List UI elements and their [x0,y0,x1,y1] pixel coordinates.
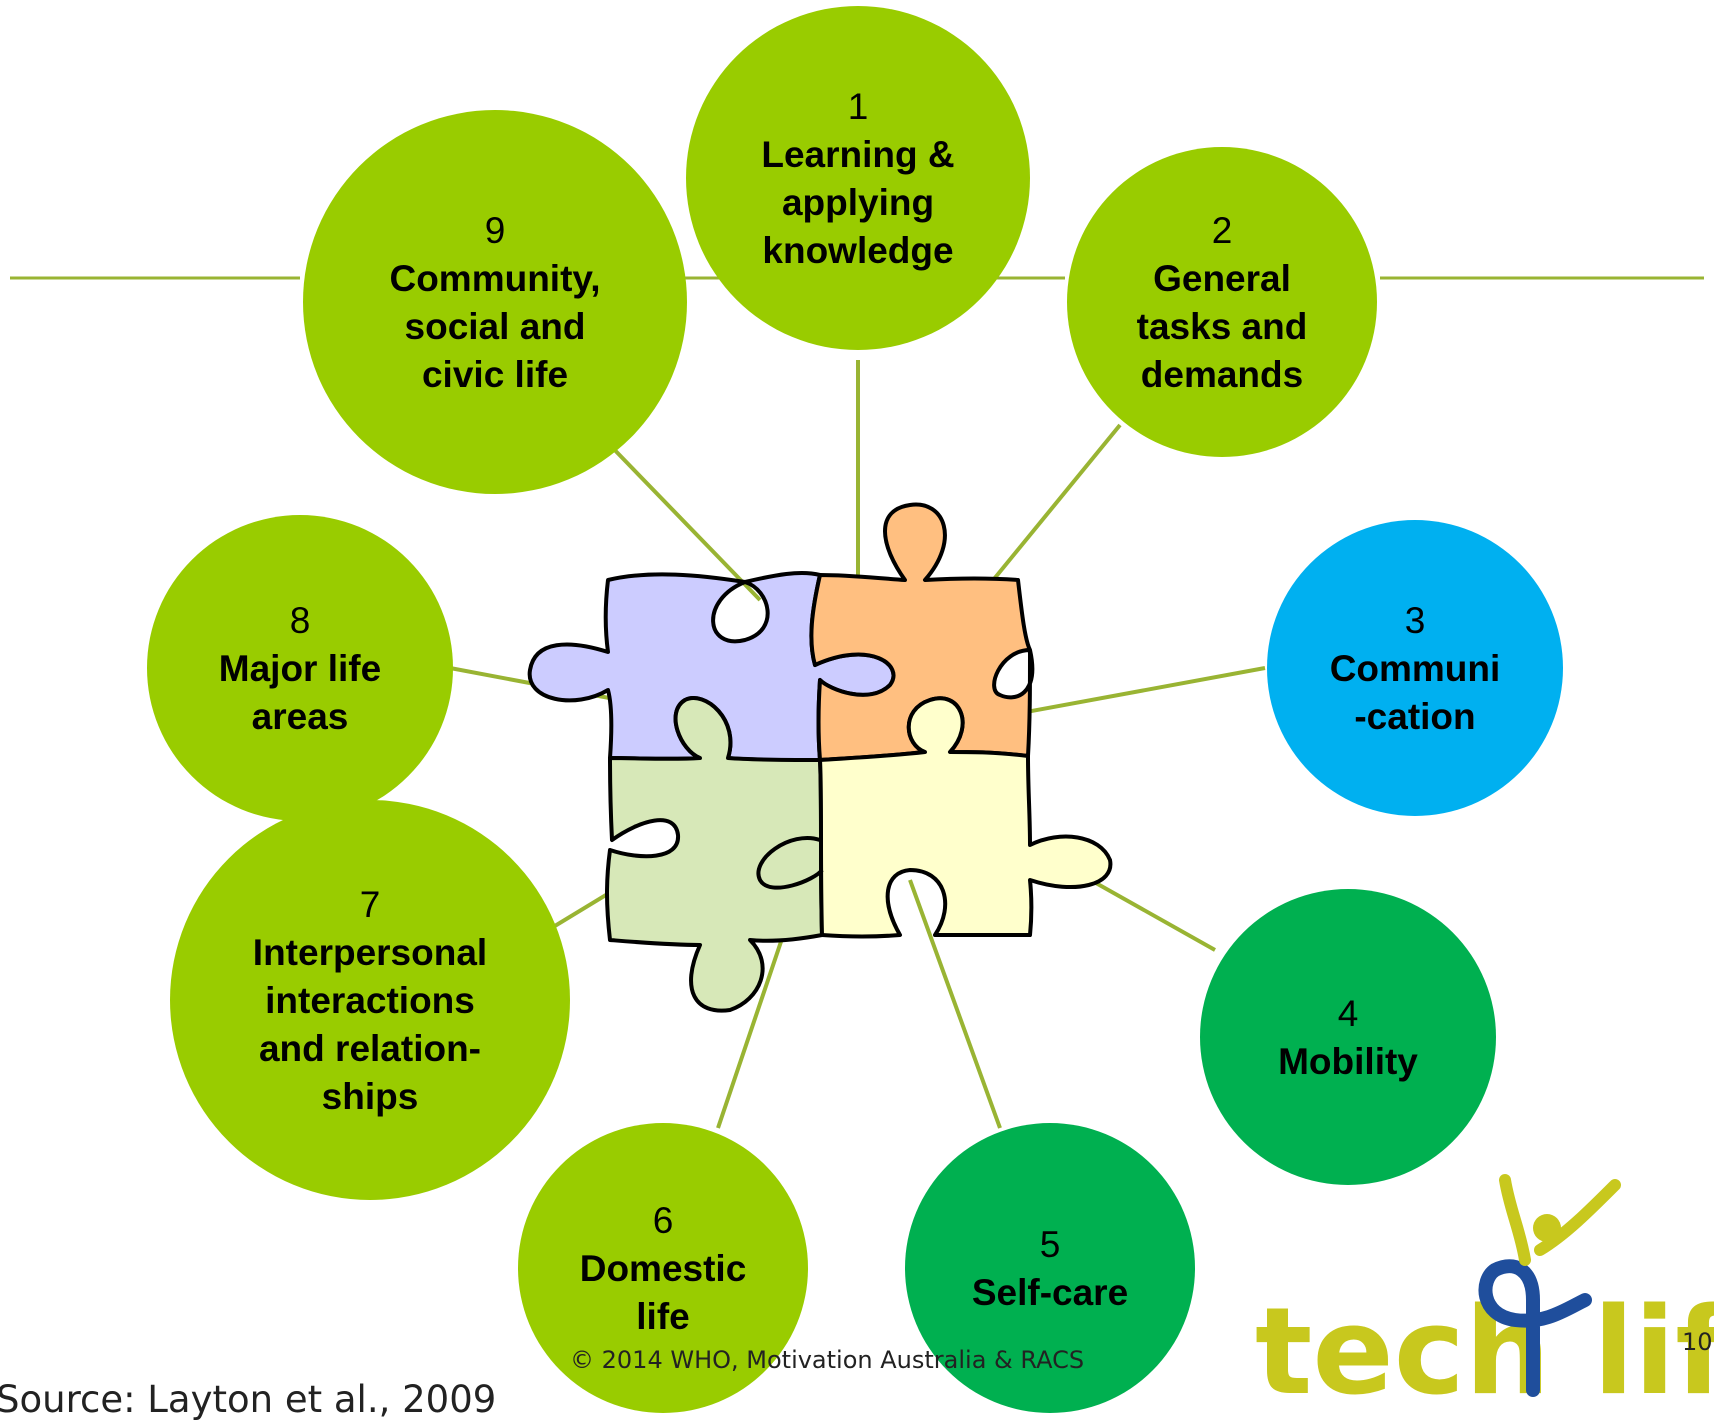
domain-number: 9 [485,210,506,251]
domain-number: 3 [1405,600,1426,641]
domain-label: life [636,1296,689,1337]
domain-label: Community, [389,258,600,299]
domain-label: -cation [1354,696,1475,737]
domain-label: ships [322,1076,419,1117]
domain-number: 2 [1212,210,1233,251]
domain-number: 8 [290,600,311,641]
page-number: 10 [1682,1328,1713,1356]
domain-number: 5 [1040,1224,1061,1265]
domain-label: Self-care [972,1272,1128,1313]
domain-circle [170,800,570,1200]
svg-text:tech: tech [1255,1283,1550,1415]
connector-lines [449,360,1266,1129]
domain-circle [303,110,687,494]
domain-number: 4 [1338,993,1359,1034]
puzzle-piece-lightgreen [605,696,824,1013]
connector-6 [716,914,792,1129]
domain-label: civic life [422,354,568,395]
connector-3 [1009,666,1266,717]
copyright-notice: © 2014 WHO, Motivation Australia & RACS [570,1346,1085,1374]
domain-circle [147,515,453,821]
domain-circle [1067,147,1377,457]
domain-label: Domestic [580,1248,747,1289]
domain-label: Mobility [1278,1041,1418,1082]
domain-label: demands [1141,354,1303,395]
tech4life-logo-icon: tech lif [1255,1150,1714,1421]
connector-5 [908,879,1002,1129]
domain-label: Interpersonal [253,932,487,973]
svg-text:lif: lif [1593,1283,1714,1415]
jigsaw-puzzle-icon [527,502,1113,1013]
domain-label: Communi [1330,648,1501,689]
domain-label: Learning & [761,134,954,175]
domain-number: 6 [653,1200,674,1241]
domain-label: Major life [219,648,381,689]
domain-label: applying [782,182,934,223]
connector-9 [603,438,762,602]
domain-number: 1 [848,86,869,127]
domain-label: knowledge [762,230,953,271]
domain-circle [1200,889,1496,1185]
domain-label: areas [252,696,349,737]
domain-label: tasks and [1137,306,1308,347]
source-citation: Source: Layton et al., 2009 [0,1378,497,1421]
connector-2 [983,423,1122,592]
domain-label: General [1153,258,1291,299]
domain-label: and relation- [259,1028,481,1069]
domain-circle [905,1123,1195,1413]
domain-circle [1267,520,1563,816]
domain-label: social and [405,306,586,347]
domain-circle [518,1123,808,1413]
domain-label: interactions [265,980,475,1021]
puzzle-piece-yellow [818,696,1113,939]
domain-circle [686,6,1030,350]
domain-number: 7 [360,884,381,925]
